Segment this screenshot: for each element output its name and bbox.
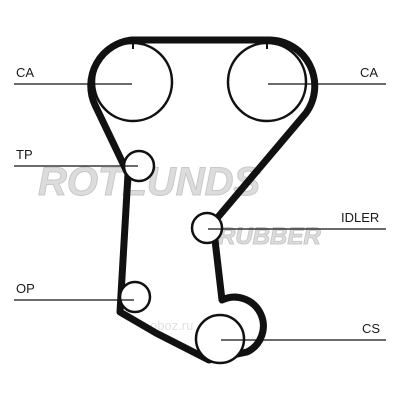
label-tp: TP [16,147,33,162]
watermark-site: oboz.ru [150,318,193,333]
idler-pulley [190,211,224,245]
label-ca-left: CA [16,65,34,80]
belt-path [87,36,319,364]
watermark-sub: RUBBER [218,223,321,250]
timing-belt [87,36,319,364]
label-cs: CS [362,321,380,336]
label-ca-right: CA [360,65,378,80]
crankshaft-pulley [194,313,246,365]
labels: CA CA TP IDLER OP CS [16,65,380,336]
watermark: ROTLUNDS RUBBER oboz.ru [38,160,322,334]
oil-pump-pulley [118,280,152,314]
leader-lines [14,83,386,341]
pulleys [92,38,308,365]
camshaft-pulley-left [92,41,174,123]
label-op: OP [16,281,35,296]
camshaft-pulley-right [226,41,308,123]
label-idler: IDLER [341,210,379,225]
